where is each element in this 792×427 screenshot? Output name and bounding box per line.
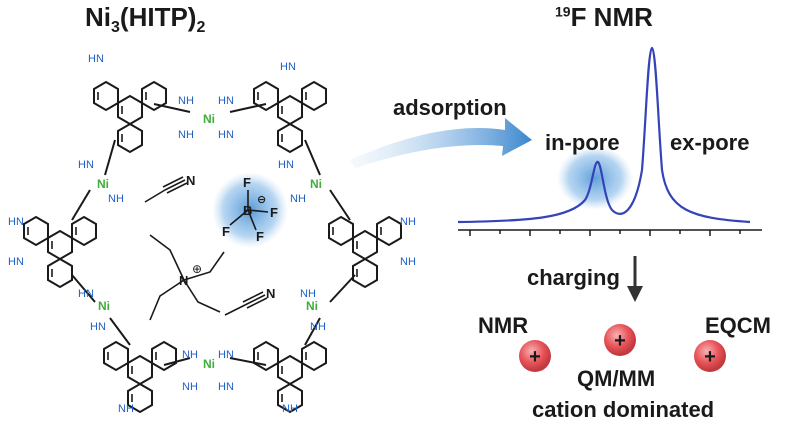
in-pore-label: in-pore: [545, 130, 620, 155]
triphenylene-unit-bottom-right: [254, 342, 326, 412]
amine-label: HN: [280, 61, 296, 73]
amine-label: HN: [8, 256, 24, 268]
svg-text:F: F: [222, 224, 230, 239]
mof-structure-diagram: Ni Ni Ni Ni Ni Ni NH HN NH HN HN HN HN N…: [8, 53, 416, 415]
amine-label: NH: [310, 321, 326, 333]
svg-text:F: F: [270, 205, 278, 220]
triphenylene-unit-left: [24, 217, 96, 287]
svg-text:F: F: [243, 175, 251, 190]
nmr-panel: + + +: [350, 46, 762, 372]
amine-label: NH: [300, 288, 316, 300]
nickel-node-label: Ni: [203, 112, 215, 126]
chemical-shift-axis: [458, 229, 762, 236]
nickel-node-label: Ni: [203, 357, 215, 371]
amine-label: HN: [78, 288, 94, 300]
triphenylene-unit-bottom-left: [104, 342, 176, 412]
tea-cation: [149, 234, 225, 321]
ex-pore-label: ex-pore: [670, 130, 750, 155]
amine-label: HN: [88, 53, 104, 65]
adsorption-label: adsorption: [393, 95, 507, 120]
nickel-node-label: Ni: [98, 299, 110, 313]
amine-label: HN: [218, 129, 234, 141]
amine-label: HN: [278, 159, 294, 171]
triphenylene-unit-top-right: [254, 82, 326, 152]
adsorption-arrow: [350, 118, 532, 168]
svg-text:⊖: ⊖: [257, 194, 266, 206]
amine-label: NH: [400, 256, 416, 268]
mof-title: Ni3(HITP)2: [85, 2, 206, 37]
framework-bonds: [71, 103, 356, 366]
amine-label: NH: [400, 216, 416, 228]
amine-label: HN: [90, 321, 106, 333]
nmr-spectrum-line: [457, 46, 751, 224]
nmr-title: 19F NMR: [555, 2, 653, 32]
method-label-nmr: NMR: [478, 313, 529, 338]
amine-label: HN: [78, 159, 94, 171]
acetonitrile-molecule: [224, 291, 268, 316]
nickel-node-label: Ni: [310, 177, 322, 191]
nickel-node-label: Ni: [97, 177, 109, 191]
acetonitrile-n-label: N: [266, 286, 275, 301]
amine-label: NH: [178, 129, 194, 141]
amine-label: NH: [282, 403, 298, 415]
cation-n-label: N: [179, 273, 188, 288]
svg-text:+: +: [529, 346, 541, 368]
charging-arrow: [627, 256, 643, 302]
amine-label: NH: [108, 193, 124, 205]
acetonitrile-molecule: [144, 176, 188, 203]
in-pore-glow: [557, 146, 633, 210]
amine-label: HN: [8, 216, 24, 228]
cation-charge: ⊕: [192, 262, 202, 276]
svg-text:+: +: [704, 346, 716, 368]
svg-text:B: B: [243, 203, 252, 218]
amine-label: HN: [218, 95, 234, 107]
svg-text:+: +: [614, 330, 626, 352]
charging-label: charging: [527, 265, 620, 290]
nickel-node-label: Ni: [306, 299, 318, 313]
amine-label: HN: [218, 349, 234, 361]
acetonitrile-n-label: N: [186, 173, 195, 188]
amine-label: NH: [178, 95, 194, 107]
amine-label: NH: [182, 381, 198, 393]
cation-ball-eqcm: +: [694, 340, 726, 372]
method-label-qmmm: QM/MM: [577, 366, 656, 391]
bf4-anion: B F F F F ⊖: [222, 175, 278, 244]
cation-ball-qmmm: +: [604, 324, 636, 356]
cation-ball-nmr: +: [519, 340, 551, 372]
amine-label: NH: [182, 349, 198, 361]
triphenylene-unit-top-left: [94, 82, 166, 152]
method-label-eqcm: EQCM: [705, 313, 771, 338]
amine-label: NH: [118, 403, 134, 415]
amine-label: HN: [218, 381, 234, 393]
svg-text:F: F: [256, 229, 264, 244]
conclusion-label: cation dominated: [532, 397, 715, 422]
amine-label: NH: [290, 193, 306, 205]
